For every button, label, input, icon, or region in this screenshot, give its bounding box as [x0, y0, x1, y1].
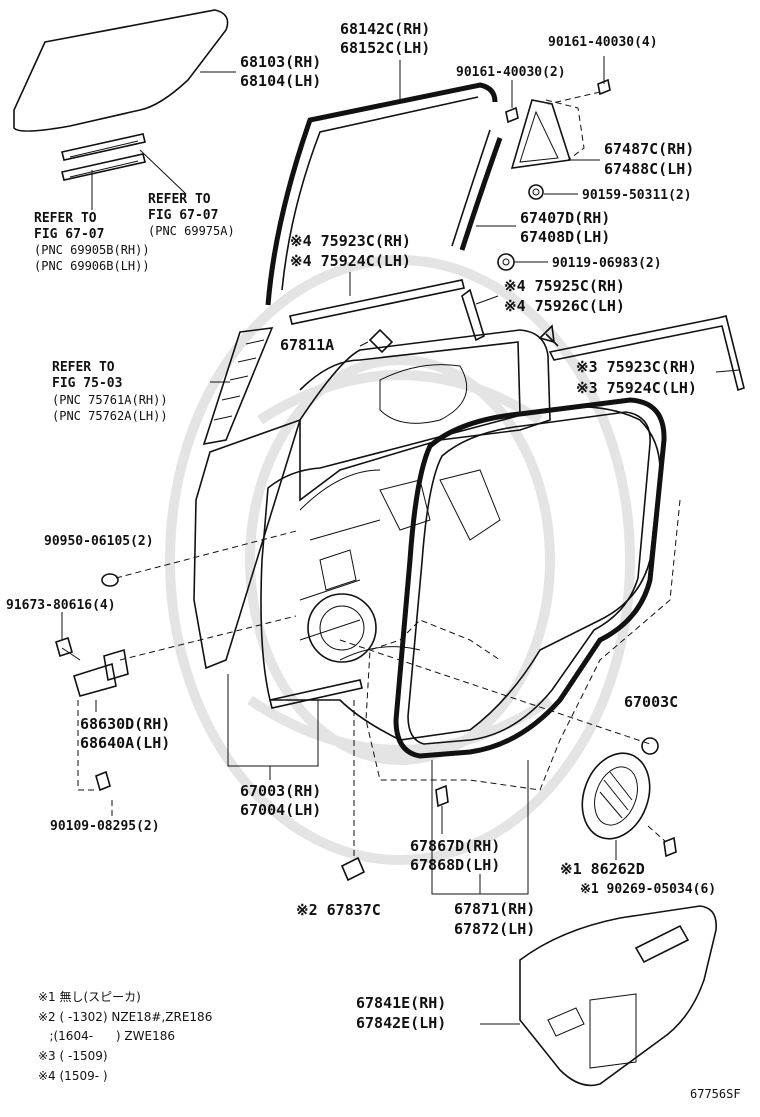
watermark	[165, 255, 635, 865]
label-cover-rh: 67841E(RH)	[356, 994, 446, 1012]
corner-triangle-piece	[510, 99, 585, 169]
ref-c-line1: REFER TO	[52, 360, 115, 375]
label-mold-c-lh: ※3 75924C(LH)	[576, 379, 697, 397]
label-clip-67003c: 67003C	[624, 693, 678, 711]
label-screw-top: 90161-40030(4)	[548, 35, 658, 50]
bolt-91673	[55, 636, 81, 661]
label-tri-rh: 67487C(RH)	[604, 140, 694, 158]
door-frame	[265, 82, 498, 306]
label-plug-90950: 90950-06105(2)	[44, 534, 154, 549]
label-pad-67837c: ※2 67837C	[296, 901, 381, 919]
label-weather-lh: 67872(LH)	[454, 920, 535, 938]
clip-67003c	[641, 737, 659, 755]
label-bolt-91673: 91673-80616(4)	[6, 598, 116, 613]
run-channel-strips	[61, 133, 146, 181]
ref-a-line4: (PNC 69906B(LH))	[34, 259, 150, 273]
ref-b-line1: REFER TO	[148, 192, 211, 207]
label-bolt-90159: 90159-50311(2)	[582, 188, 692, 203]
belt-molding-side	[461, 288, 485, 342]
ref-b-line3: (PNC 69975A)	[148, 224, 235, 238]
footnote-5: ※4 (1509- )	[38, 1069, 108, 1083]
footnote-1: ※1 無し(スピーカ)	[38, 989, 141, 1004]
leader-lines	[61, 56, 741, 1025]
label-seal-lh: 67868D(LH)	[410, 856, 500, 874]
label-channel-lh: 67408D(LH)	[520, 228, 610, 246]
label-weather-rh: 67871(RH)	[454, 900, 535, 918]
seal-clip	[435, 784, 449, 808]
door-trim-cover	[519, 905, 717, 1087]
label-door-lh: 67004(LH)	[240, 801, 321, 819]
door-hinge	[73, 648, 129, 697]
bolt-90119	[497, 253, 515, 271]
ref-c-line2: FIG 75-03	[52, 376, 122, 391]
label-mold-c-rh: ※3 75923C(RH)	[576, 358, 697, 376]
label-frame-rh: 68142C(RH)	[340, 20, 430, 38]
bolt-90159	[528, 184, 544, 200]
label-door-rh: 67003(RH)	[240, 782, 321, 800]
ref-c-line3: (PNC 75761A(RH))	[52, 393, 168, 407]
label-hinge-rh: 68630D(RH)	[80, 715, 170, 733]
footnotes: ※1 無し(スピーカ) ※2 ( -1302) NZE18#,ZRE186 ;(…	[38, 989, 212, 1083]
screw-mid	[505, 106, 519, 124]
label-67811a: 67811A	[280, 336, 334, 354]
ref-a-line1: REFER TO	[34, 211, 97, 226]
door-seal-outline	[365, 499, 681, 791]
label-glass-rh: 68103(RH)	[240, 53, 321, 71]
plug-90950	[101, 573, 119, 587]
label-bolt-90119: 90119-06983(2)	[552, 256, 662, 271]
label-speaker: ※1 86262D	[560, 860, 645, 878]
diagram-code: 67756SF	[690, 1087, 741, 1101]
direction-arrow	[538, 324, 559, 347]
ref-a-line3: (PNC 69905B(RH))	[34, 243, 150, 257]
label-tri-lh: 67488C(LH)	[604, 160, 694, 178]
label-seal-rh: 67867D(RH)	[410, 837, 500, 855]
screw-top	[547, 78, 611, 105]
footnote-2: ※2 ( -1302) NZE18#,ZRE186	[38, 1010, 212, 1024]
label-cover-lh: 67842E(LH)	[356, 1014, 446, 1032]
label-screw-mid: 90161-40030(2)	[456, 65, 566, 80]
ref-c-line4: (PNC 75762A(LH))	[52, 409, 168, 423]
glass-run-channel	[451, 129, 503, 251]
label-mold-b-lh: ※4 75926C(LH)	[504, 297, 625, 315]
label-frame-lh: 68152C(LH)	[340, 39, 430, 57]
pad-67837c	[340, 856, 366, 882]
bolt-90109	[95, 770, 111, 792]
door-weatherstrip	[393, 397, 667, 759]
label-channel-rh: 67407D(RH)	[520, 209, 610, 227]
label-mold-a-lh: ※4 75924C(LH)	[290, 252, 411, 270]
footnote-4: ※3 ( -1509)	[38, 1049, 108, 1063]
pillar-garnish	[202, 327, 274, 446]
belt-molding-lower	[548, 315, 745, 392]
door-glass	[13, 9, 229, 132]
label-speaker-screw: ※1 90269-05034(6)	[580, 882, 716, 897]
speaker-screw	[647, 825, 677, 858]
footnote-3: ;(1604- ) ZWE186	[38, 1029, 175, 1043]
ref-a-line2: FIG 67-07	[34, 227, 104, 242]
ref-b-line2: FIG 67-07	[148, 208, 218, 223]
label-bolt-90109: 90109-08295(2)	[50, 819, 160, 834]
label-hinge-lh: 68640A(LH)	[80, 734, 170, 752]
belt-molding-upper	[289, 279, 465, 325]
label-mold-a-rh: ※4 75923C(RH)	[290, 232, 411, 250]
speaker	[581, 752, 651, 840]
label-mold-b-rh: ※4 75925C(RH)	[504, 277, 625, 295]
label-glass-lh: 68104(LH)	[240, 72, 321, 90]
